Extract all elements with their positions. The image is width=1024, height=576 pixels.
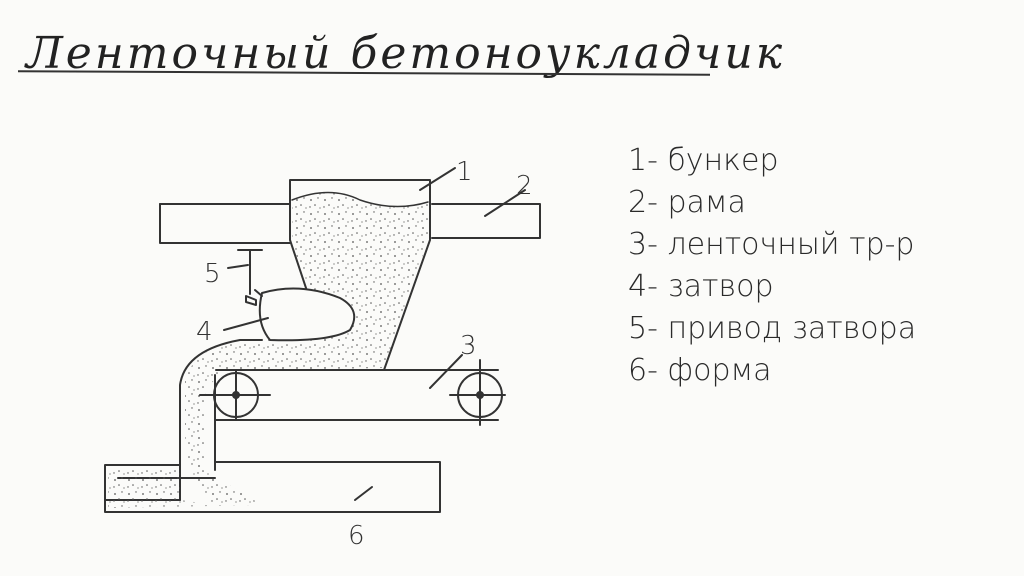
leader-5 bbox=[227, 264, 249, 269]
leader-1 bbox=[419, 167, 456, 191]
leader-4 bbox=[223, 317, 269, 331]
legend-item-hopper: 1- бункер bbox=[628, 143, 779, 178]
legend-item-gate-drive: 5- привод затвора bbox=[628, 311, 917, 346]
legend-item-conveyor: 3- ленточный тр-р bbox=[628, 227, 915, 262]
mold-concrete-fill bbox=[108, 468, 262, 508]
legend-item-frame: 2- рама bbox=[628, 185, 746, 220]
belt-conveyor bbox=[199, 359, 506, 426]
legend-item-gate: 4- затвор bbox=[628, 269, 774, 304]
label-frame: 2 bbox=[516, 171, 533, 201]
leader-3 bbox=[429, 354, 463, 389]
label-gate-drive: 5 bbox=[204, 259, 221, 289]
hopper bbox=[289, 179, 431, 371]
diagram-title: Ленточный бетоноукладчик bbox=[26, 28, 785, 79]
leader-6 bbox=[354, 486, 373, 501]
label-gate: 4 bbox=[196, 317, 213, 347]
legend: 1- бункер 2- рама 3- ленточный тр-р 4- з… bbox=[628, 140, 916, 392]
gate-drive bbox=[237, 249, 263, 295]
legend-item-mold: 6- форма bbox=[628, 353, 772, 388]
label-hopper: 1 bbox=[456, 157, 473, 187]
concrete-fill bbox=[185, 192, 428, 505]
label-conveyor: 3 bbox=[460, 331, 477, 361]
gate bbox=[245, 287, 356, 342]
leader-2 bbox=[484, 189, 526, 217]
frame bbox=[159, 203, 541, 244]
label-mold: 6 bbox=[348, 521, 365, 551]
